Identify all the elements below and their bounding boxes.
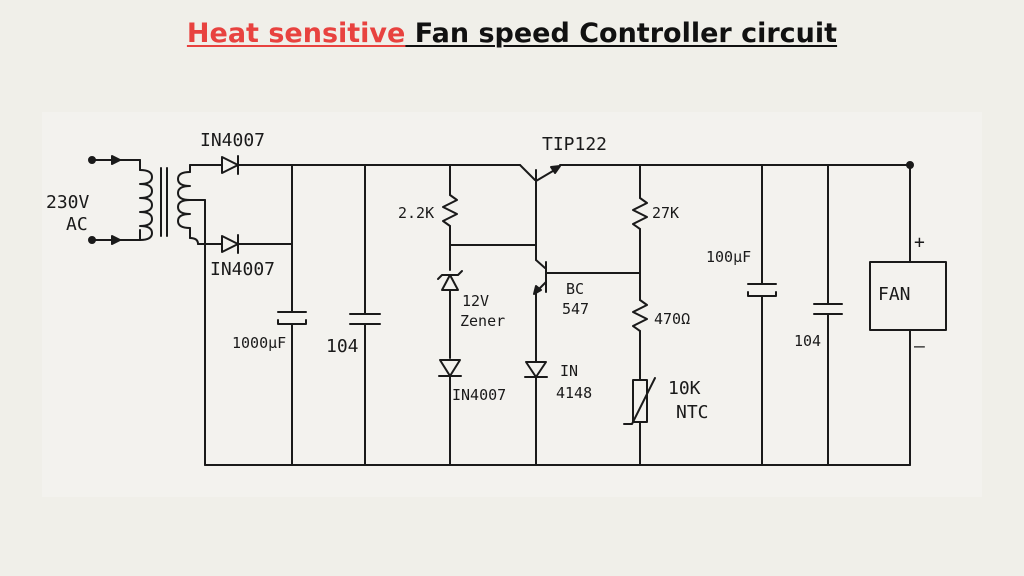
label-d4-a: IN bbox=[560, 362, 578, 380]
ac-input bbox=[88, 155, 141, 245]
transistor-bc547 bbox=[533, 259, 641, 363]
diode-d4 bbox=[524, 361, 548, 466]
label-transistor2-b: 547 bbox=[562, 300, 589, 318]
label-transistor2-a: BC bbox=[566, 280, 584, 298]
label-r3: 470Ω bbox=[654, 310, 690, 328]
capacitor-c2 bbox=[349, 164, 381, 466]
diode-d1 bbox=[221, 155, 293, 175]
label-input-ac: AC bbox=[66, 214, 88, 235]
label-d4-b: 4148 bbox=[556, 384, 592, 402]
transformer bbox=[139, 159, 223, 466]
label-zener-type: Zener bbox=[460, 312, 505, 330]
capacitor-c1 bbox=[277, 164, 307, 466]
capacitor-c4 bbox=[813, 164, 843, 466]
label-r1: 2.2K bbox=[398, 204, 434, 222]
capacitor-c3 bbox=[747, 164, 777, 466]
label-d1: IN4007 bbox=[200, 130, 265, 151]
label-zener-value: 12V bbox=[462, 292, 489, 310]
diode-d3 bbox=[438, 359, 462, 466]
label-cap1: 1000µF bbox=[232, 334, 286, 352]
label-d2: IN4007 bbox=[210, 259, 275, 280]
label-minus: – bbox=[914, 336, 925, 357]
label-r2: 27K bbox=[652, 204, 679, 222]
label-cap2: 104 bbox=[326, 336, 359, 357]
label-input-voltage: 230V bbox=[46, 192, 90, 213]
zener-diode bbox=[437, 270, 463, 359]
diode-d2 bbox=[221, 234, 293, 254]
fan bbox=[869, 164, 947, 466]
label-cap3: 100µF bbox=[706, 248, 751, 266]
title-highlight: Heat sensitive bbox=[186, 18, 406, 49]
resistor-r1 bbox=[442, 164, 458, 271]
label-cap4: 104 bbox=[794, 332, 821, 350]
label-fan: FAN bbox=[878, 284, 911, 305]
page-title: Heat sensitive Fan speed Controller circ… bbox=[0, 18, 1024, 49]
label-ntc-type: NTC bbox=[676, 402, 709, 423]
title-rest: Fan speed Controller circuit bbox=[405, 18, 838, 49]
label-ntc-value: 10K bbox=[668, 378, 701, 399]
label-transistor1: TIP122 bbox=[542, 134, 607, 155]
transistor-tip122 bbox=[519, 164, 561, 261]
resistor-r2 bbox=[632, 164, 648, 301]
label-d3: IN4007 bbox=[452, 386, 506, 404]
label-plus: + bbox=[914, 232, 925, 253]
resistor-r3 bbox=[632, 299, 648, 381]
thermistor-ntc bbox=[623, 377, 656, 466]
